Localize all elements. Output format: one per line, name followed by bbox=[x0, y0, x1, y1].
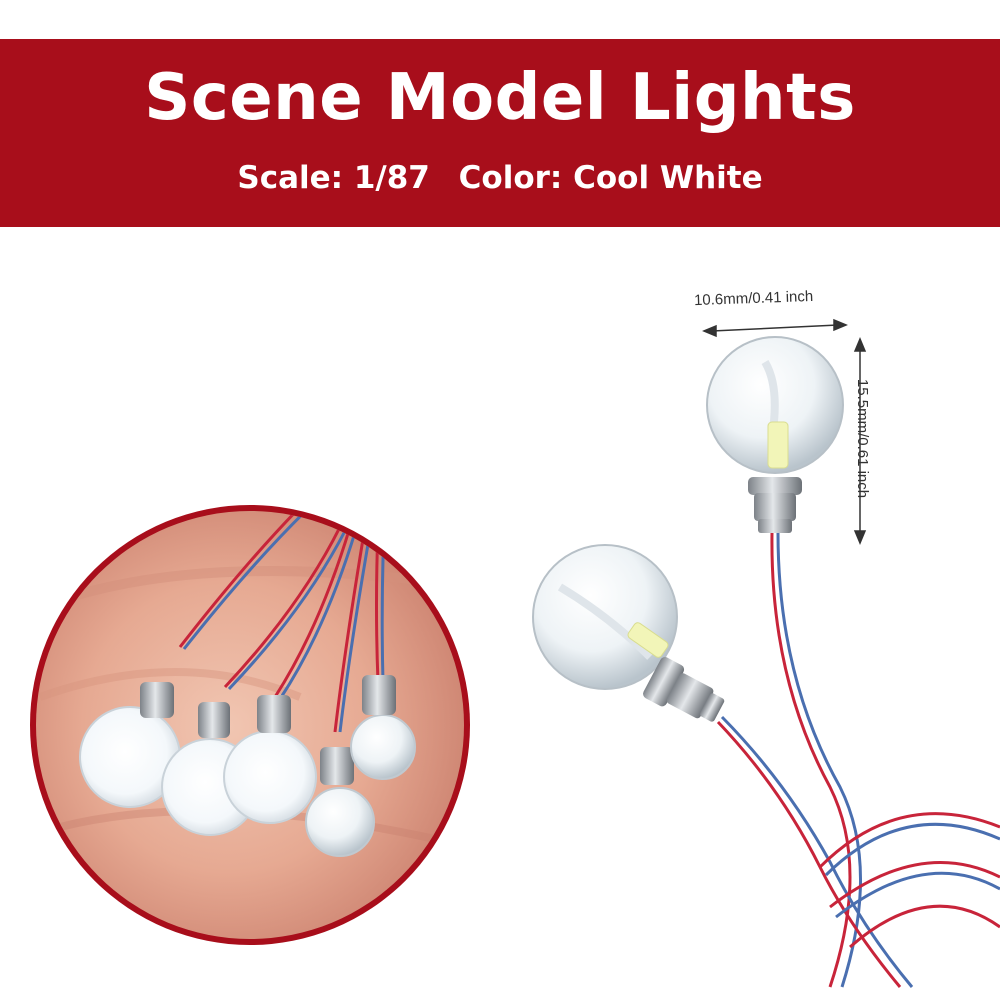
height-dimension: 15.5mm/0.61 inch bbox=[854, 378, 872, 499]
hand-inset bbox=[30, 505, 470, 945]
page-title: Scene Model Lights bbox=[144, 61, 856, 135]
color-label: Color: Cool White bbox=[458, 160, 763, 196]
scale-label: Scale: 1/87 bbox=[237, 160, 430, 196]
spec-line: Scale: 1/87 Color: Cool White bbox=[0, 160, 1000, 196]
wire-bundle bbox=[716, 532, 1000, 988]
dimension-arrows bbox=[702, 318, 867, 545]
bulb-group bbox=[79, 675, 416, 857]
title-banner: Scene Model Lights Scale: 1/87 Color: Co… bbox=[0, 39, 1000, 227]
product-illustration bbox=[30, 318, 1000, 988]
bulb-tilted bbox=[532, 544, 725, 722]
product-photo: 10.6mm/0.41 inch 15.5mm/0.61 inch bbox=[0, 227, 1000, 1000]
bulb-upright bbox=[706, 336, 844, 533]
